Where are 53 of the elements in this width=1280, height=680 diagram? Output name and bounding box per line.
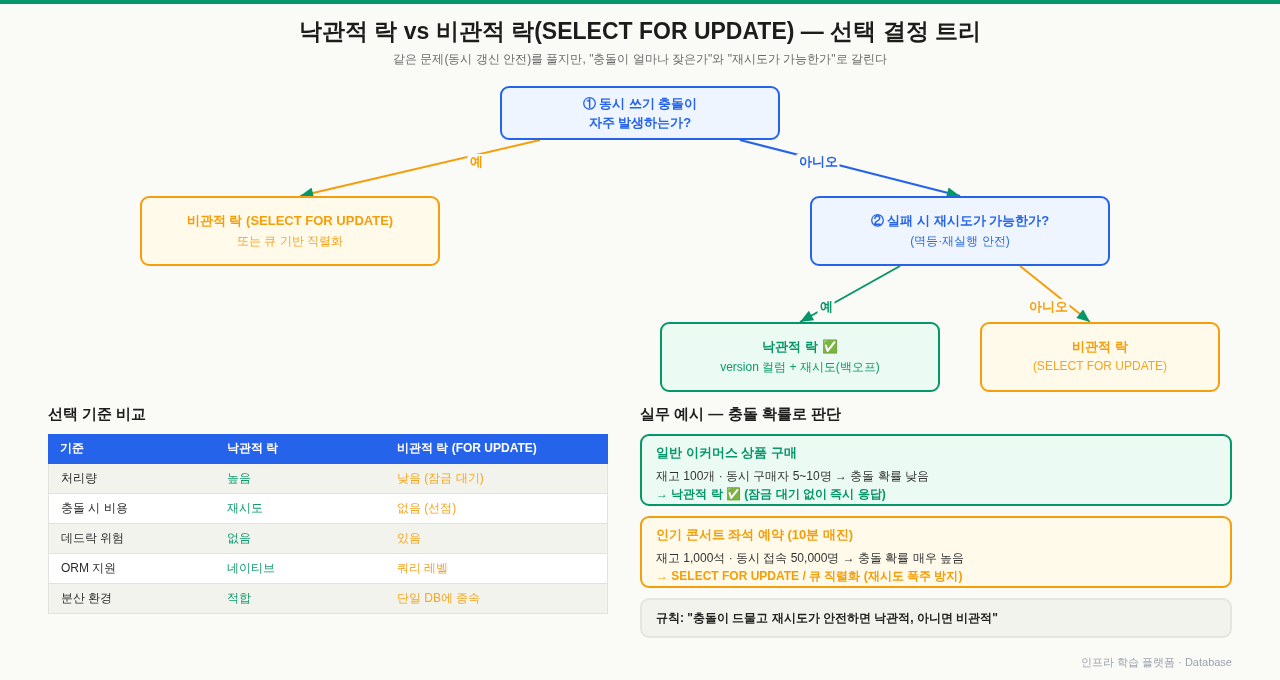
arrow [799,265,901,323]
section-heading: 선택 기준 비교 [48,405,147,424]
table-cell: 단일 DB에 종속 [385,584,608,614]
footer-text: 인프라 학습 플랫폼 · Database [1081,655,1232,670]
table-cell: 낮음 (잠금 대기) [385,464,608,494]
table-cell: 처리량 [48,464,215,494]
card-conclusion: → 낙관적 락 ✅ (잠금 대기 없이 즉시 응답) [656,486,886,503]
edge-label: 아니오 [1026,299,1070,315]
result-box [140,196,440,266]
table-cell: 적합 [215,584,385,614]
edge-label: 예 [817,299,835,315]
edge-label: 아니오 [796,154,840,170]
result-box [980,322,1220,392]
table-cell: ORM 지원 [48,554,215,584]
box-subtitle: 또는 큐 기반 직렬화 [237,233,343,250]
card-conclusion: → SELECT FOR UPDATE / 큐 직렬화 (재시도 폭주 방지) [656,568,963,585]
example-card [640,434,1232,506]
table-cell: 높음 [215,464,385,494]
rule-text: 규칙: "충돌이 드물고 재시도가 안전하면 낙관적, 아니면 비관적" [656,610,999,627]
example-card [640,516,1232,588]
box-title: 비관적 락 (SELECT FOR UPDATE) [186,212,394,230]
table-cell: 쿼리 레벨 [385,554,608,584]
table-cell: 네이티브 [215,554,385,584]
card-text: 재고 1,000석 · 동시 접속 50,000명 → 충돌 확률 매우 높음 [656,550,965,567]
card-text: 재고 100개 · 동시 구매자 5~10명 → 충돌 확률 낮음 [656,468,930,485]
box-title: 비관적 락 [1072,338,1128,356]
card-title: 일반 이커머스 상품 구매 [656,444,797,462]
table-cell: 분산 환경 [48,584,215,614]
header-cell: 비관적 락 (FOR UPDATE) [385,434,608,464]
box-title: ① 동시 쓰기 충돌이 자주 발생하는가? [581,95,699,132]
box-title: 낙관적 락 ✅ [762,338,838,356]
table-cell: 데드락 위험 [48,524,215,554]
header-cell: 낙관적 락 [215,434,385,464]
box-subtitle: version 컬럼 + 재시도(백오프) [720,359,880,376]
box-title: ② 실패 시 재시도가 가능한가? [870,212,1050,230]
card-title: 인기 콘서트 좌석 예약 (10분 매진) [656,526,854,544]
table-cell: 충돌 시 비용 [48,494,215,524]
table-cell: 재시도 [215,494,385,524]
title: 낙관적 락 vs 비관적 락(SELECT FOR UPDATE) — 선택 결정 트리 [299,16,981,46]
edge-label: 예 [467,154,485,170]
result-box [660,322,940,392]
table-cell: 있음 [385,524,608,554]
header-cell: 기준 [48,434,215,464]
arrow [299,139,541,199]
table-cell: 없음 [215,524,385,554]
box-subtitle: (멱등·재실행 안전) [910,233,1010,250]
section-heading: 실무 예시 — 충돌 확률로 판단 [640,405,841,424]
table-cell: 없음 (선점) [385,494,608,524]
decision-box [810,196,1110,266]
subtitle: 같은 문제(동시 갱신 안전)를 풀지만, "충돌이 얼마나 잦은가"와 "재시도가 가능한가"로 갈린다 [393,50,887,68]
decision-box [500,86,780,140]
arrow [1019,265,1091,323]
box-subtitle: (SELECT FOR UPDATE) [1032,359,1168,373]
